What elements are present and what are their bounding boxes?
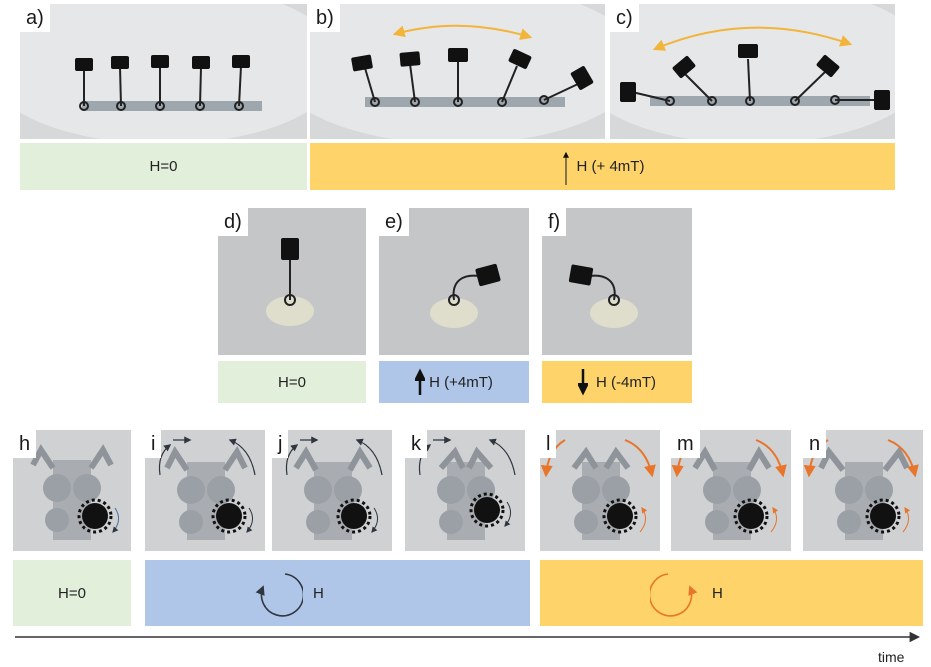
- panel-b-photo: b): [310, 4, 605, 139]
- panel-label-f: f): [542, 208, 567, 236]
- panel-label-l: l: [540, 430, 557, 458]
- time-axis-arrow: [15, 631, 921, 643]
- panel-label-a: a): [20, 4, 50, 32]
- rotating-field-cw-icon: [255, 573, 303, 617]
- band-top-zero-label: H=0: [149, 158, 178, 175]
- pendulum-chain-full-deflection: [610, 4, 895, 139]
- band-top-field-label: H (+ 4mT): [576, 158, 645, 175]
- panel-j-photo: j: [272, 430, 392, 551]
- gear-gripper-rest: [30, 444, 119, 540]
- panel-label-b: b): [310, 4, 340, 32]
- band-mid-zero-label: H=0: [278, 373, 306, 391]
- time-axis-label: time: [878, 649, 905, 665]
- band-top-positive-field: H (+ 4mT): [310, 143, 895, 190]
- panel-c-photo: c): [610, 4, 895, 139]
- band-bottom-zero-field: H=0: [13, 560, 131, 626]
- band-mid-zero-field: H=0: [218, 361, 366, 403]
- single-pendulum-negative-field: [568, 264, 638, 328]
- panel-label-i: i: [145, 430, 162, 458]
- panel-label-n: n: [803, 430, 827, 458]
- panel-m-photo: m: [671, 430, 791, 551]
- panel-l-photo: l: [540, 430, 660, 551]
- band-bottom-ccw-field: H: [540, 560, 923, 626]
- panel-d-photo: d): [218, 208, 366, 355]
- band-mid-positive-field: H (+4mT): [379, 361, 529, 403]
- panel-label-j: j: [272, 430, 289, 458]
- panel-f-photo: f): [542, 208, 692, 355]
- gear-gripper-ccw-3-open: [803, 439, 919, 540]
- band-top-zero-field: H=0: [20, 143, 307, 190]
- band-mid-negative-field: H (-4mT): [542, 361, 692, 403]
- panel-label-e: e): [379, 208, 409, 236]
- band-bottom-cw-field: H: [145, 560, 530, 626]
- gear-gripper-cw-1: [158, 436, 256, 540]
- panel-label-m: m: [671, 430, 700, 458]
- pendulum-chain-partial-deflection: [310, 4, 605, 139]
- band-bottom-zero-label: H=0: [58, 584, 86, 602]
- panel-e-photo: e): [379, 208, 529, 355]
- rotating-field-ccw-icon: [650, 573, 698, 617]
- field-up-arrow-icon: [562, 151, 569, 185]
- band-bottom-cw-label: H: [313, 584, 324, 602]
- panel-label-c: c): [610, 4, 639, 32]
- panel-n-photo: n: [803, 430, 923, 551]
- panel-i-photo: i: [145, 430, 265, 551]
- band-bottom-ccw-label: H: [712, 584, 723, 602]
- single-pendulum-rest: [266, 238, 314, 326]
- panel-label-d: d): [218, 208, 248, 236]
- panel-label-h: h: [13, 430, 37, 458]
- band-mid-negative-label: H (-4mT): [596, 373, 656, 391]
- gear-gripper-cw-2: [285, 436, 383, 540]
- panel-a-photo: a): [20, 4, 307, 139]
- single-pendulum-positive-field: [430, 263, 501, 328]
- panel-label-k: k: [405, 430, 427, 458]
- panel-h-photo: h: [13, 430, 131, 551]
- five-pendulum-chain-straight: [20, 4, 307, 139]
- gear-gripper-ccw-1: [540, 439, 656, 540]
- panel-k-photo: k: [405, 430, 525, 551]
- field-down-arrow-icon: [578, 369, 588, 396]
- field-up-arrow-icon: [415, 368, 426, 395]
- gear-gripper-cw-3-closed: [418, 436, 516, 540]
- band-mid-positive-label: H (+4mT): [429, 373, 493, 391]
